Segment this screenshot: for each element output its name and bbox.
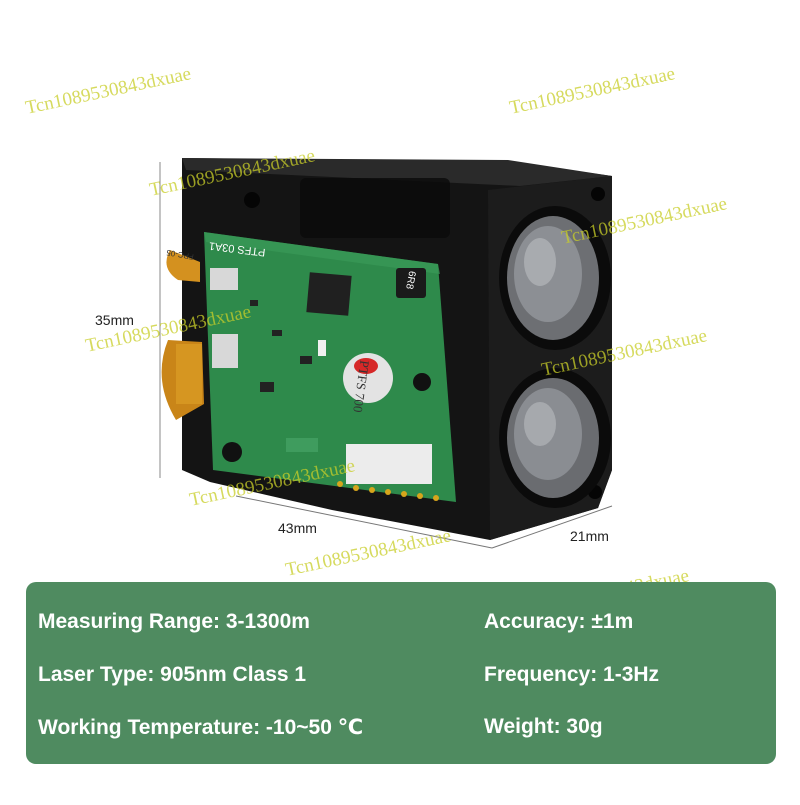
sticker-label: PTFS 700 <box>350 359 372 413</box>
spec-laser-type: Laser Type: 905nm Class 1 <box>38 663 307 686</box>
fpc-connector-bottom <box>212 334 238 368</box>
screw <box>413 373 431 391</box>
spec-panel: Measuring Range: 3-1300m Accuracy: ±1m L… <box>26 582 776 764</box>
pcb-board: PTFS 03A1 PTFS 700 6R8 FPC-05 <box>165 232 456 502</box>
flex-cable <box>161 250 204 420</box>
width-dimension-label: 43mm <box>278 520 317 536</box>
depth-dimension-line <box>491 505 613 549</box>
depth-dimension-label: 21mm <box>570 528 609 544</box>
pin-header <box>346 444 432 484</box>
height-dimension-label: 35mm <box>95 312 134 328</box>
fpc-connector-top <box>210 268 238 290</box>
spec-measuring-range: Measuring Range: 3-1300m <box>38 610 310 633</box>
inductor-label: 6R8 <box>403 270 417 290</box>
spec-accuracy: Accuracy: ±1m <box>484 610 634 633</box>
spec-frequency: Frequency: 1-3Hz <box>484 663 660 686</box>
width-dimension-line <box>235 495 493 549</box>
inductor <box>396 268 426 298</box>
processor-chip <box>306 272 352 316</box>
spec-weight: Weight: 30g <box>484 715 603 738</box>
screw <box>222 442 242 462</box>
solder-pads <box>337 481 439 501</box>
spec-working-temperature: Working Temperature: -10~50 ℃ <box>38 716 364 739</box>
upper-lens <box>499 206 611 350</box>
lower-lens <box>499 368 611 508</box>
